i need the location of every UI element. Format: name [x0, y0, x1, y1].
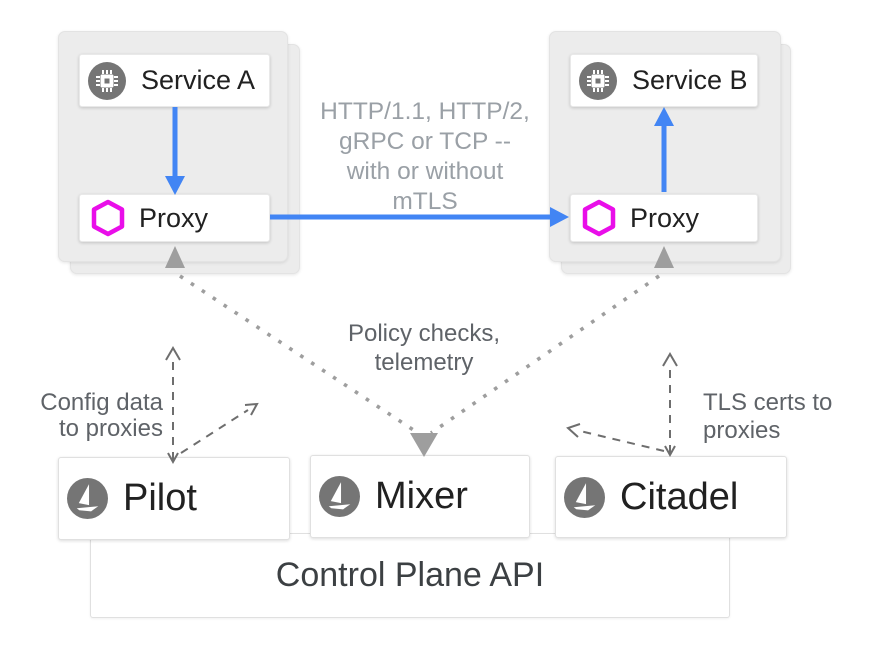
arrowhead-pilot-diagonal	[244, 402, 259, 416]
config-data-line: to proxies	[58, 415, 163, 442]
dashed-line-citadel-to-left-proxy	[579, 430, 665, 452]
service-chip-icon	[88, 61, 126, 100]
arrowhead-citadel-up	[662, 352, 678, 367]
istio-sail-icon	[319, 476, 360, 517]
proxy-hexagon-icon	[91, 199, 125, 237]
istio-sail-icon	[67, 478, 108, 519]
tls-certs-label: TLS certs to proxies	[703, 389, 832, 445]
service-chip-icon	[579, 61, 617, 100]
proxy-hexagon-icon	[582, 199, 616, 237]
policy-telemetry-label: Policy checks, telemetry	[314, 319, 534, 377]
proxy-hexagon-shape	[582, 199, 616, 237]
arrowhead-citadel-down	[664, 445, 676, 458]
arrowhead-pilot-up	[165, 346, 181, 361]
citadel-label: Citadel	[620, 475, 739, 518]
proxy-a-label: Proxy	[139, 202, 209, 233]
policy-telemetry-line: Policy checks,	[347, 320, 501, 347]
config-data-label: Config data to proxies	[40, 390, 163, 442]
proxy-b-label: Proxy	[630, 202, 700, 233]
tls-certs-line: proxies	[703, 417, 781, 444]
traffic-protocol-label: HTTP/1.1, HTTP/2, gRPC or TCP -- with or…	[290, 97, 560, 217]
proxy-a-box: Proxy	[79, 194, 270, 242]
traffic-protocol-line: gRPC or TCP --	[339, 128, 511, 155]
dashed-line-pilot-to-right-proxy	[180, 409, 249, 454]
arrowhead-citadel-diagonal	[566, 423, 581, 438]
tls-certs-line: TLS certs to	[703, 389, 833, 416]
citadel-box: Citadel	[555, 456, 787, 538]
mixer-box: Mixer	[310, 455, 530, 538]
control-plane-api-box: Control Plane API	[90, 533, 730, 618]
traffic-protocol-line: mTLS	[392, 188, 458, 215]
service-a-box: Service A	[79, 54, 270, 107]
control-plane-api-label: Control Plane API	[275, 556, 545, 594]
service-a-label: Service A	[141, 65, 256, 95]
mixer-label: Mixer	[375, 475, 468, 517]
arrowhead-telemetry-down-mixer	[410, 433, 438, 457]
traffic-protocol-line: with or without	[346, 158, 504, 185]
traffic-protocol-line: HTTP/1.1, HTTP/2,	[320, 98, 530, 125]
pilot-box: Pilot	[58, 457, 290, 540]
config-data-line: Config data	[40, 389, 163, 416]
service-b-label: Service B	[632, 65, 748, 95]
istio-sail-icon	[564, 476, 605, 518]
pilot-label: Pilot	[123, 477, 197, 519]
proxy-hexagon-shape	[91, 199, 125, 237]
service-b-box: Service B	[570, 54, 758, 107]
policy-telemetry-line: telemetry	[374, 349, 474, 376]
proxy-b-box: Proxy	[570, 194, 758, 242]
